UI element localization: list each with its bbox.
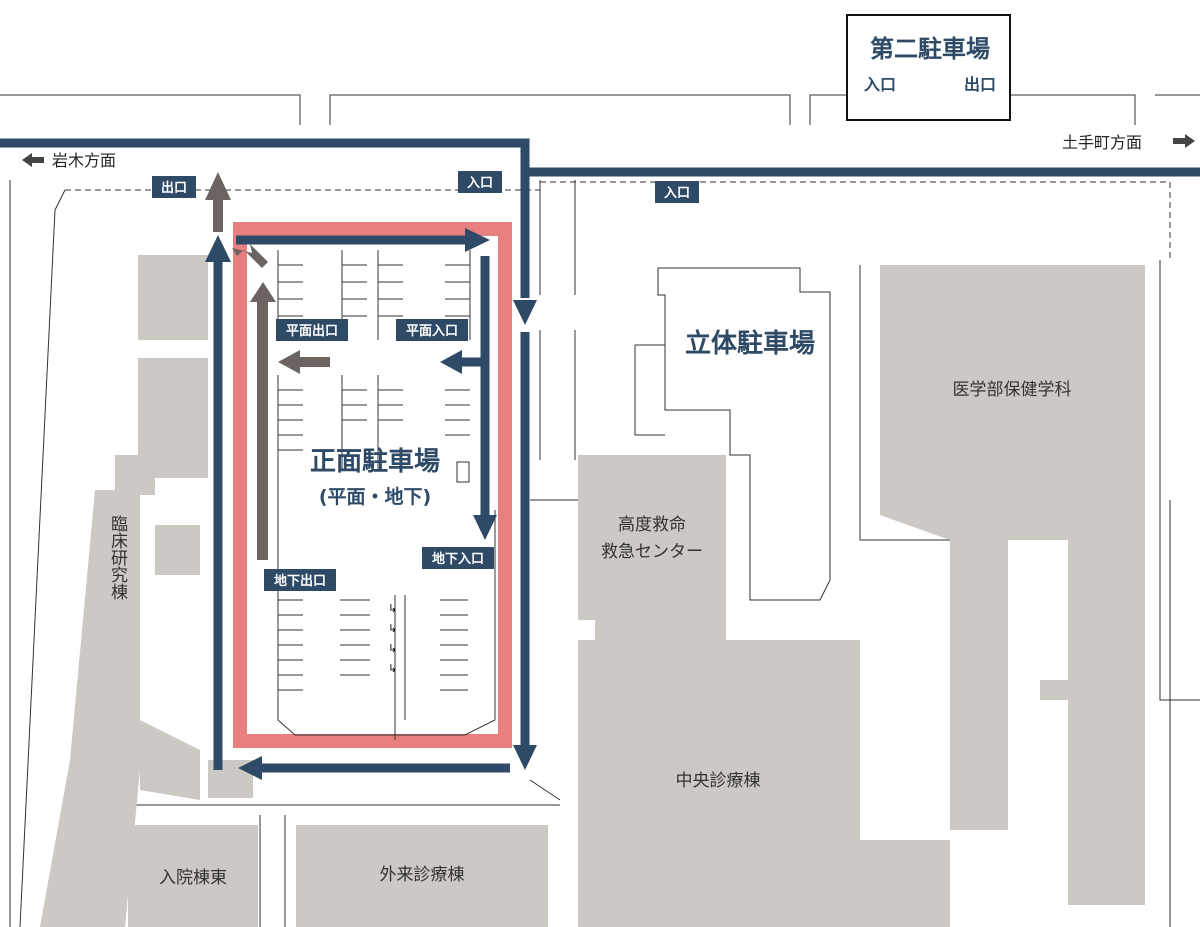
- front-parking-highlight[interactable]: [233, 222, 512, 748]
- svg-text:平面出口: 平面出口: [286, 323, 338, 339]
- surface-entrance-badge: 平面入口: [396, 319, 468, 341]
- central-clinic-label[interactable]: 中央診療棟: [676, 771, 761, 791]
- svg-text:平面入口: 平面入口: [406, 324, 458, 339]
- exit-route-arrows: [205, 172, 330, 560]
- clinical-research-label[interactable]: 臨床研究棟: [107, 515, 128, 600]
- emergency-center-label-1[interactable]: 高度救命: [618, 515, 686, 535]
- entry-route-arrows: [205, 175, 537, 780]
- svg-text:出口: 出口: [161, 180, 187, 196]
- svg-text:入口: 入口: [664, 186, 690, 201]
- main-entrance-badge: 入口: [458, 171, 502, 193]
- inpatient-east-label[interactable]: 入院棟東: [159, 868, 227, 888]
- multistory-parking-label[interactable]: 立体駐車場: [685, 328, 815, 359]
- buildings: [40, 255, 1145, 927]
- svg-text:岩木方面: 岩木方面: [52, 151, 116, 170]
- svg-text:地下出口: 地下出口: [274, 573, 326, 589]
- east-entrance-badge: 入口: [655, 181, 699, 203]
- second-parking-entrance: 入口: [864, 75, 896, 94]
- arrow-right-icon: [1173, 134, 1195, 148]
- multistory-parking-outline: [657, 267, 831, 601]
- svg-text:↳: ↳: [388, 602, 397, 615]
- direction-left: 岩木方面: [22, 151, 116, 170]
- svg-text:地下入口: 地下入口: [432, 551, 484, 567]
- second-parking-box[interactable]: 第二駐車場 入口 出口: [846, 14, 1011, 121]
- svg-text:土手町方面: 土手町方面: [1062, 133, 1142, 152]
- street-lines: [0, 94, 1200, 927]
- surface-exit-badge: 平面出口: [276, 319, 348, 341]
- front-parking-title: 正面駐車場: [310, 447, 440, 477]
- svg-text:↳: ↳: [388, 622, 397, 635]
- access-road: [0, 138, 1200, 177]
- front-parking-subtitle: (平面・地下): [319, 485, 431, 508]
- second-parking-title: 第二駐車場: [870, 35, 990, 63]
- svg-text:↳: ↳: [388, 642, 397, 655]
- main-exit-badge: 出口: [152, 176, 196, 198]
- arrow-left-icon: [22, 153, 44, 167]
- direction-right: 土手町方面: [1062, 133, 1195, 152]
- emergency-center-label-2[interactable]: 救急センター: [601, 542, 703, 562]
- underground-exit-badge: 地下出口: [264, 569, 336, 591]
- parking-stalls: ↳ ↳ ↳ ↳: [277, 250, 496, 740]
- health-sciences-label[interactable]: 医学部保健学科: [953, 380, 1072, 400]
- svg-text:入口: 入口: [467, 176, 493, 191]
- svg-text:↳: ↳: [388, 662, 397, 675]
- outpatient-label[interactable]: 外来診療棟: [380, 865, 465, 885]
- underground-entrance-badge: 地下入口: [422, 547, 494, 569]
- second-parking-exit: 出口: [964, 75, 996, 94]
